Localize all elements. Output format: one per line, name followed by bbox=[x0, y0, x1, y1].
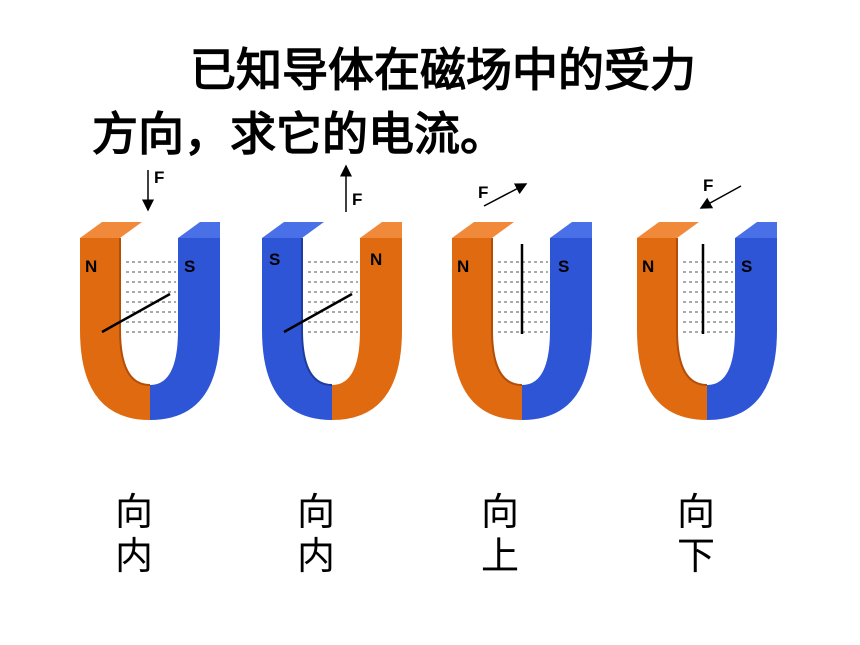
question-title: 已知导体在磁场中的受力 方向，求它的电流。 bbox=[92, 38, 792, 166]
answer-1: 向 内 bbox=[104, 490, 164, 578]
left-pole-label: S bbox=[269, 250, 280, 269]
magnet-body bbox=[80, 222, 220, 420]
force-label: F bbox=[478, 183, 488, 202]
force-label: F bbox=[352, 190, 362, 209]
right-pole-label: N bbox=[370, 250, 382, 269]
answer-3: 向 上 bbox=[470, 490, 530, 578]
answer-line-2: 内 bbox=[114, 534, 153, 578]
answer-line-2: 下 bbox=[676, 534, 715, 578]
magnet-3: N S F bbox=[452, 183, 592, 420]
right-pole-label: S bbox=[558, 257, 569, 276]
left-pole-label: N bbox=[642, 257, 654, 276]
answer-line-1: 向 bbox=[114, 490, 153, 534]
title-line-1: 已知导体在磁场中的受力 bbox=[190, 43, 696, 97]
answer-4: 向 下 bbox=[666, 490, 726, 578]
title-line-2: 方向，求它的电流。 bbox=[92, 107, 506, 161]
magnet-4: N S F bbox=[637, 176, 777, 420]
magnet-body bbox=[262, 222, 402, 420]
force-label: F bbox=[703, 176, 713, 195]
field-lines bbox=[683, 261, 733, 333]
magnet-2: S N F bbox=[262, 164, 402, 420]
answer-line-1: 向 bbox=[676, 490, 715, 534]
magnet-1: N S F bbox=[80, 168, 220, 420]
answer-line-1: 向 bbox=[296, 490, 335, 534]
answer-line-1: 向 bbox=[480, 490, 519, 534]
field-lines bbox=[126, 261, 176, 333]
conductor-wire bbox=[101, 292, 171, 334]
answer-line-2: 内 bbox=[296, 534, 335, 578]
conductor-wire bbox=[283, 292, 353, 334]
left-pole-label: N bbox=[85, 257, 97, 276]
magnet-body bbox=[637, 222, 777, 420]
field-lines bbox=[308, 261, 358, 333]
force-arrow bbox=[699, 185, 742, 209]
answer-2: 向 内 bbox=[286, 490, 346, 578]
left-pole-label: N bbox=[457, 257, 469, 276]
answer-line-2: 上 bbox=[480, 534, 519, 578]
right-pole-label: S bbox=[184, 257, 195, 276]
right-pole-label: S bbox=[741, 257, 752, 276]
force-arrow bbox=[483, 183, 528, 207]
force-label: F bbox=[154, 168, 164, 187]
magnet-body bbox=[452, 222, 592, 420]
